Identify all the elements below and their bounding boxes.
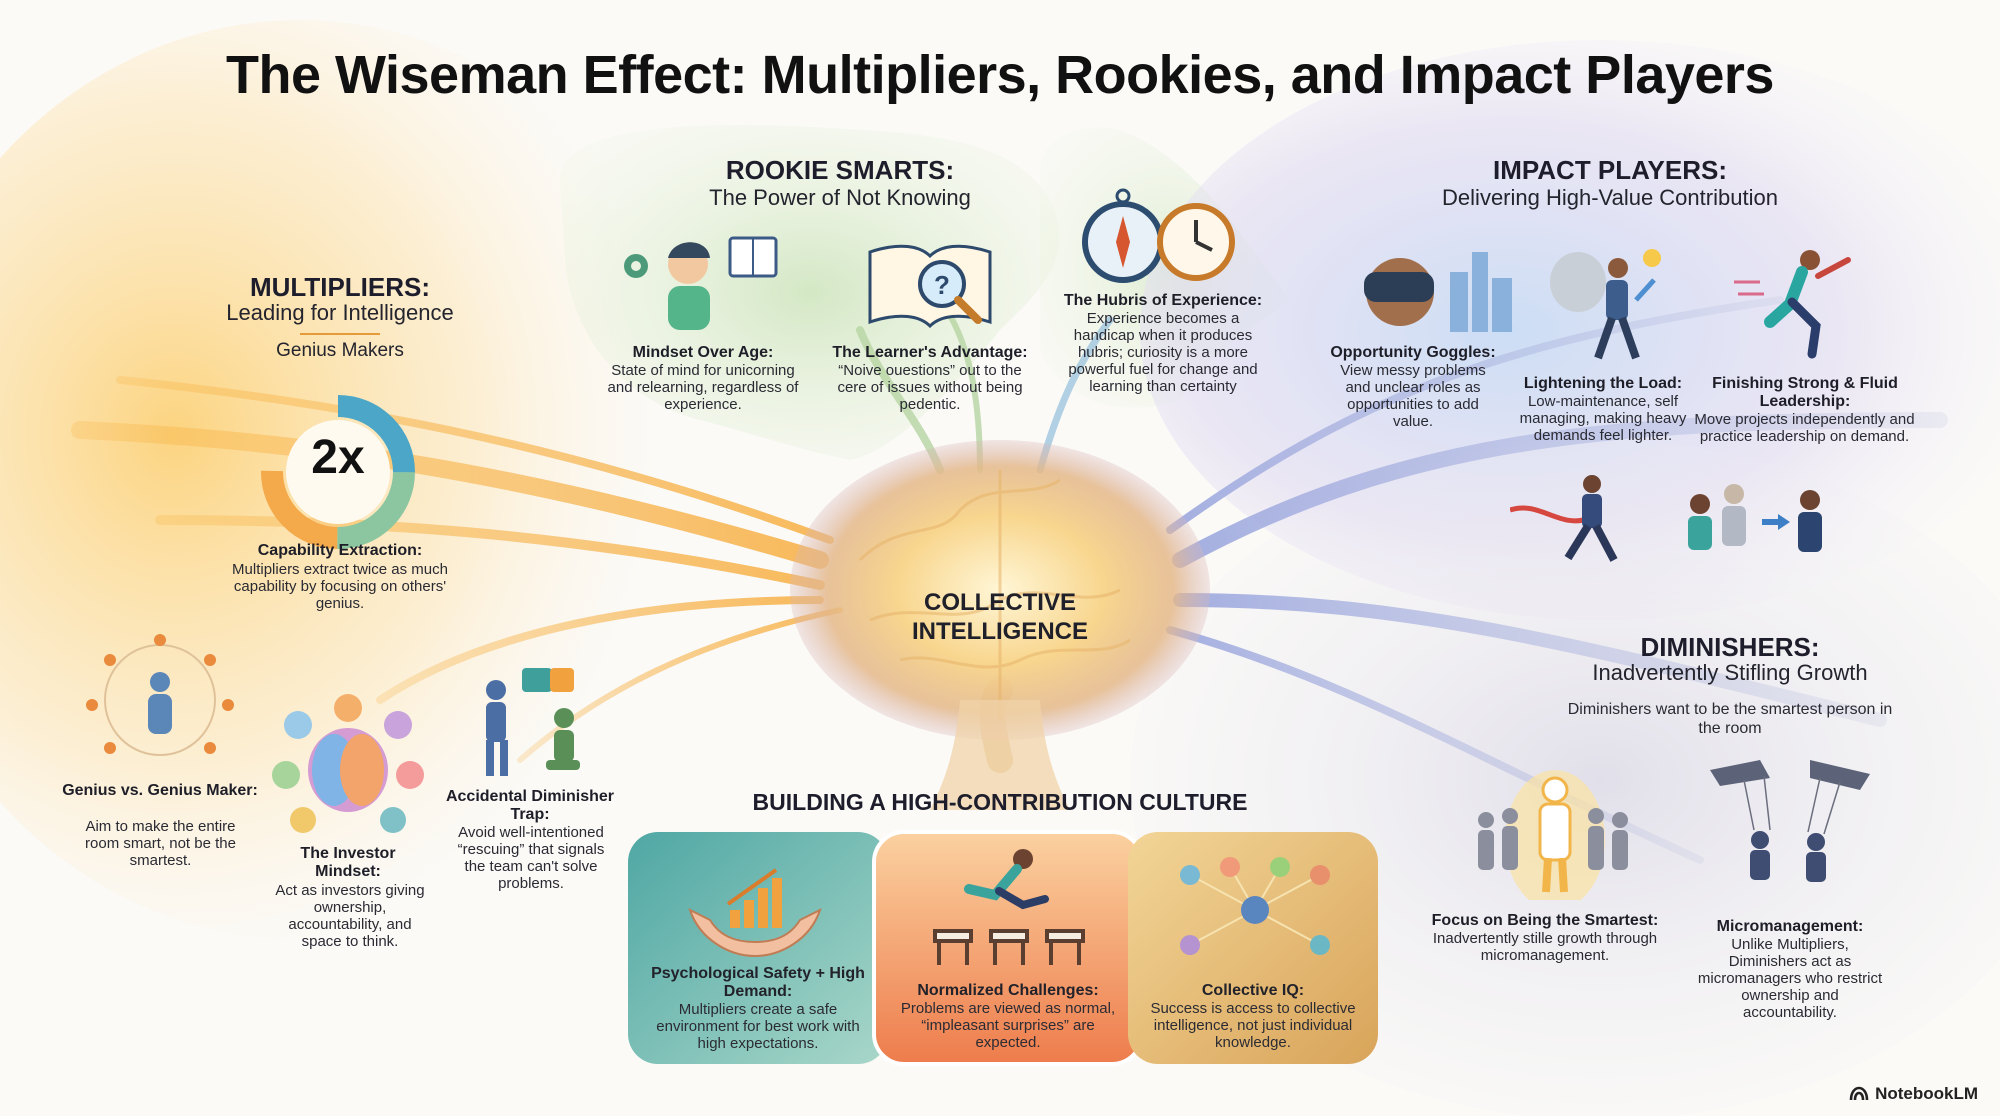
compass-icon bbox=[1082, 188, 1164, 283]
smartest-label: Focus on Being the Smartest: bbox=[1431, 912, 1659, 929]
culture-card-3-label: Collective IQ: bbox=[1201, 982, 1305, 999]
culture-card-2-label: Normalized Challenges: bbox=[917, 982, 1099, 999]
diminishers-heading: DIMINISHERS: bbox=[1640, 632, 1820, 662]
magnifier-book-icon: ? bbox=[868, 244, 992, 329]
smartest-text: Inadvertently stille growth through micr… bbox=[1432, 930, 1658, 964]
hubris-label: The Hubris of Experience: bbox=[1063, 292, 1263, 309]
compass-clock-icon bbox=[1082, 188, 1235, 283]
young-learner-icon bbox=[624, 236, 778, 330]
notebooklm-logo-icon bbox=[1849, 1086, 1869, 1101]
multipliers-heading: MULTIPLIERS: bbox=[249, 272, 431, 302]
gear-icon bbox=[624, 254, 648, 278]
book-icon bbox=[728, 236, 778, 278]
runner-relay-icon bbox=[1734, 250, 1851, 359]
brain-collage-icon bbox=[272, 694, 424, 833]
capability-label: Capability Extraction: bbox=[257, 542, 423, 559]
brand-name: NotebookLM bbox=[1875, 1084, 1978, 1103]
rookie-subheading: The Power of Not Knowing bbox=[709, 185, 971, 210]
culture-card-2-text: Problems are viewed as normal, “impleasa… bbox=[900, 1000, 1116, 1051]
trap-text: Avoid well-intentioned “rescuing” that s… bbox=[457, 824, 605, 892]
load-label: Lightening the Load: bbox=[1523, 375, 1683, 392]
capability-text: Multipliers extract twice as much capabi… bbox=[232, 561, 448, 612]
city-icon bbox=[1450, 252, 1512, 332]
brand-logo: NotebookLM bbox=[1849, 1084, 1978, 1104]
capability-ring-icon bbox=[261, 395, 415, 549]
diminishers-subheading: Inadvertently Stifling Growth bbox=[1592, 660, 1868, 685]
people-network-icon bbox=[86, 634, 234, 756]
investor-label: The Investor Mindset: bbox=[300, 845, 396, 880]
impact-heading: IMPACT PLAYERS: bbox=[1492, 155, 1728, 185]
micro-text: Unlike Multipliers, Diminishers act as m… bbox=[1697, 936, 1883, 1021]
handoff-icon bbox=[1688, 484, 1822, 552]
page-title: The Wiseman Effect: Multipliers, Rookies… bbox=[226, 45, 1774, 105]
load-text: Low-maintenance, self managing, making h… bbox=[1519, 393, 1687, 444]
rookie-heading: ROOKIE SMARTS: bbox=[725, 155, 955, 185]
investor-text: Act as investors giving ownership, accou… bbox=[275, 882, 425, 950]
finish-line-runner-icon bbox=[1510, 475, 1618, 562]
vr-goggles-icon bbox=[1364, 252, 1512, 332]
capability-ring-value: 2x bbox=[311, 431, 365, 484]
goggles-text: View messy problems and unclear roles as… bbox=[1340, 362, 1486, 430]
culture-card-1-text: Multipliers create a safe environment fo… bbox=[656, 1001, 860, 1052]
culture-heading: BUILDING A HIGH-CONTRIBUTION CULTURE bbox=[752, 789, 1248, 815]
trap-label: Accidental Diminisher Trap: bbox=[445, 788, 615, 823]
mindset-text: State of mind for unicorning and relearn… bbox=[607, 362, 799, 413]
learner-label: The Learner's Advantage: bbox=[832, 344, 1028, 361]
connected-heads-icon bbox=[1180, 857, 1330, 955]
mindset-label: Mindset Over Age: bbox=[632, 344, 774, 361]
svg-text:?: ? bbox=[934, 270, 950, 300]
culture-card-1-label: Psychological Safety + High Demand: bbox=[651, 965, 865, 1000]
spotlight-person-icon bbox=[1478, 770, 1628, 900]
multipliers-tag: Genius Makers bbox=[276, 340, 404, 361]
hurdle-jumper-icon bbox=[933, 849, 1085, 965]
multipliers-divider bbox=[300, 333, 380, 335]
impact-subheading: Delivering High-Value Contribution bbox=[1442, 185, 1778, 210]
center-label-line2: INTELLIGENCE bbox=[911, 618, 1088, 645]
finishing-label: Finishing Strong & Fluid Leadership: bbox=[1712, 375, 1898, 410]
goggles-label: Opportunity Goggles: bbox=[1330, 344, 1496, 361]
finishing-text: Move projects independently and practice… bbox=[1694, 411, 1915, 445]
clock-icon bbox=[1157, 203, 1235, 281]
micro-label: Micromanagement: bbox=[1716, 918, 1864, 935]
puppet-strings-icon bbox=[1710, 760, 1870, 882]
culture-card-3-text: Success is access to collective intellig… bbox=[1150, 1000, 1356, 1051]
lightbulb-icon bbox=[1643, 249, 1661, 267]
hubris-text: Experience becomes a handicap when it pr… bbox=[1068, 310, 1258, 395]
multipliers-subheading: Leading for Intelligence bbox=[226, 300, 454, 325]
genius-text: Aim to make the entire room smart, not b… bbox=[85, 818, 236, 869]
center-label-line1: COLLECTIVE bbox=[923, 589, 1076, 616]
diminishers-intro: Diminishers want to be the smartest pers… bbox=[1567, 701, 1893, 737]
learner-text: “Noive ouestions” out to the cere of iss… bbox=[837, 362, 1023, 413]
growth-hands-icon bbox=[688, 868, 822, 958]
puzzle-helper-icon bbox=[486, 668, 580, 776]
sack-carrier-icon bbox=[1550, 249, 1661, 360]
genius-label: Genius vs. Genius Maker: bbox=[62, 782, 258, 799]
